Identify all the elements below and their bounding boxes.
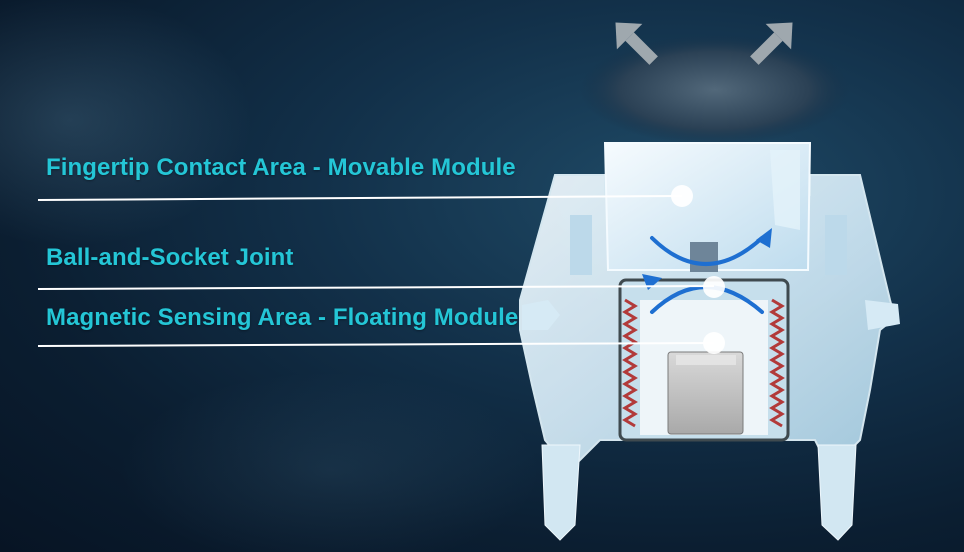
- label-ball-and-socket-joint: Ball-and-Socket Joint: [46, 244, 294, 271]
- marker-dot-magnetic: [703, 332, 725, 354]
- floating-module: [618, 278, 790, 442]
- rotation-arrow-head-top: [756, 228, 772, 248]
- press-arrow-right-icon: [750, 22, 793, 65]
- marker-dot-joint: [703, 276, 725, 298]
- spring-right: [769, 298, 785, 428]
- marker-dot-fingertip: [671, 185, 693, 207]
- leader-line-magnetic: [37, 342, 715, 347]
- magnet-block: [667, 351, 744, 435]
- movable-module: [603, 142, 812, 272]
- press-arrow-left-icon: [615, 22, 658, 65]
- leader-line-joint: [37, 285, 715, 290]
- label-fingertip-contact-area: Fingertip Contact Area - Movable Module: [46, 154, 516, 181]
- leader-line-fingertip: [37, 195, 683, 201]
- fingertip-shadow: [580, 35, 850, 145]
- label-magnetic-sensing-area: Magnetic Sensing Area - Floating Module: [46, 304, 519, 331]
- spring-left: [622, 298, 638, 428]
